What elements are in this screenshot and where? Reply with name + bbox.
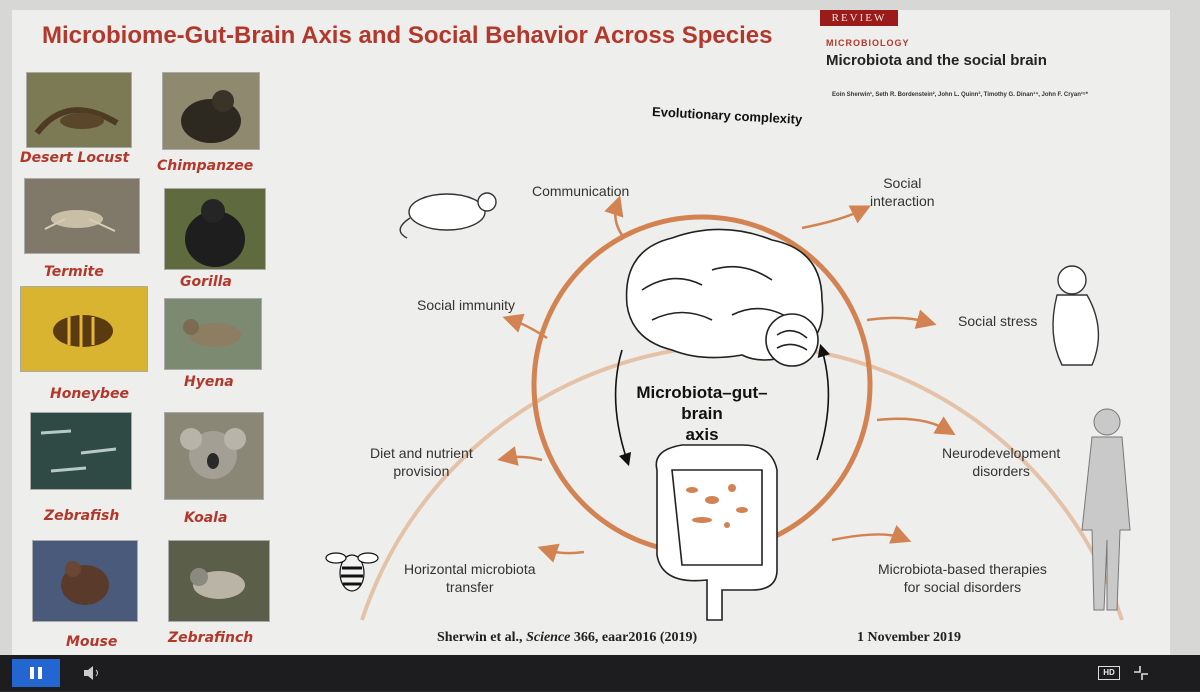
hyena-label: Hyena (184, 374, 234, 390)
human-icon (1081, 408, 1131, 611)
desert-locust-photo (26, 72, 132, 148)
diet-line1: Diet and nutrient (370, 445, 473, 461)
horizontal-transfer-line1: Horizontal microbiota (404, 561, 536, 577)
slide-title: Microbiome-Gut-Brain Axis and Social Beh… (42, 22, 773, 49)
gut-icon (655, 444, 778, 621)
center-label: Microbiota–gut–brain axis (622, 382, 782, 445)
node-therapies: Microbiota-based therapies for social di… (878, 560, 1047, 596)
arrow-brain-to-gut (614, 349, 632, 467)
paper-kicker: MICROBIOLOGY (826, 38, 910, 48)
social-interaction-line1: Social (883, 175, 922, 191)
citation: Sherwin et al., Science 366, eaar2016 (2… (437, 630, 697, 646)
desert-locust-label: Desert Locust (20, 150, 130, 166)
diagram-graphics (325, 192, 1131, 621)
node-social-stress: Social stress (958, 313, 1038, 329)
citation-authors: Sherwin et al., (437, 630, 523, 645)
bee-icon (325, 552, 379, 592)
citation-article: eaar2016 (2019) (601, 630, 698, 645)
microbiota-diagram: Evolutionary complexity Communication So… (322, 100, 1182, 640)
neurodevelopment-line2: disorders (972, 463, 1030, 479)
zebrafish-photo (30, 412, 132, 490)
node-neurodevelopment: Neurodevelopment disorders (942, 444, 1060, 480)
honeybee-label: Honeybee (50, 386, 129, 402)
chimpanzee-photo (162, 72, 260, 150)
gorilla-label: Gorilla (180, 274, 232, 290)
diet-line2: provision (393, 463, 450, 479)
slide: Microbiome-Gut-Brain Axis and Social Beh… (12, 10, 1170, 655)
honeybee-photo (20, 286, 148, 372)
termite-photo (24, 178, 140, 254)
node-social-immunity: Social immunity (417, 297, 516, 313)
player-controls: HD (0, 655, 1200, 691)
hd-badge[interactable]: HD (1098, 666, 1120, 680)
therapies-line2: for social disorders (903, 579, 1022, 595)
pause-button[interactable] (12, 659, 60, 687)
zebrafinch-photo (168, 540, 270, 622)
zebrafish-label: Zebrafish (44, 508, 120, 524)
paper-title: Microbiota and the social brain (826, 52, 1047, 69)
citation-journal: Science (526, 630, 571, 645)
pause-icon (30, 667, 42, 679)
publication-date: 1 November 2019 (857, 630, 961, 645)
paper-authors: Eoin Sherwin¹, Seth R. Bordenstein², Joh… (832, 92, 1089, 98)
koala-label: Koala (184, 510, 228, 526)
center-label-line1: Microbiota–gut–brain (636, 383, 768, 423)
therapies-line1: Microbiota-based therapies (878, 561, 1047, 577)
review-tag: REVIEW (820, 10, 898, 26)
node-horizontal-transfer: Horizontal microbiota transfer (404, 560, 536, 596)
social-interaction-line2: interaction (870, 193, 935, 209)
mouse-icon (399, 192, 497, 239)
hyena-photo (164, 298, 262, 370)
mouse-photo (32, 540, 138, 622)
node-communication: Communication (532, 183, 630, 199)
arrow-gut-to-brain (816, 343, 830, 461)
horizontal-transfer-line2: transfer (446, 579, 494, 595)
chimpanzee-label: Chimpanzee (157, 158, 254, 174)
mouse-label: Mouse (66, 634, 118, 650)
zebrafinch-label: Zebrafinch (168, 630, 254, 646)
exit-fullscreen-icon[interactable] (1132, 664, 1150, 682)
node-diet: Diet and nutrient provision (370, 444, 473, 480)
termite-label: Termite (44, 264, 104, 280)
center-label-line2: axis (685, 425, 719, 444)
node-social-interaction: Social interaction (870, 174, 935, 210)
neurodevelopment-line1: Neurodevelopment (942, 445, 1061, 461)
chimpanzee-icon (1052, 265, 1100, 366)
gorilla-photo (164, 188, 266, 270)
koala-photo (164, 412, 264, 500)
brain-icon (625, 228, 824, 367)
volume-icon[interactable] (82, 665, 102, 681)
citation-volume: 366, (573, 630, 599, 645)
